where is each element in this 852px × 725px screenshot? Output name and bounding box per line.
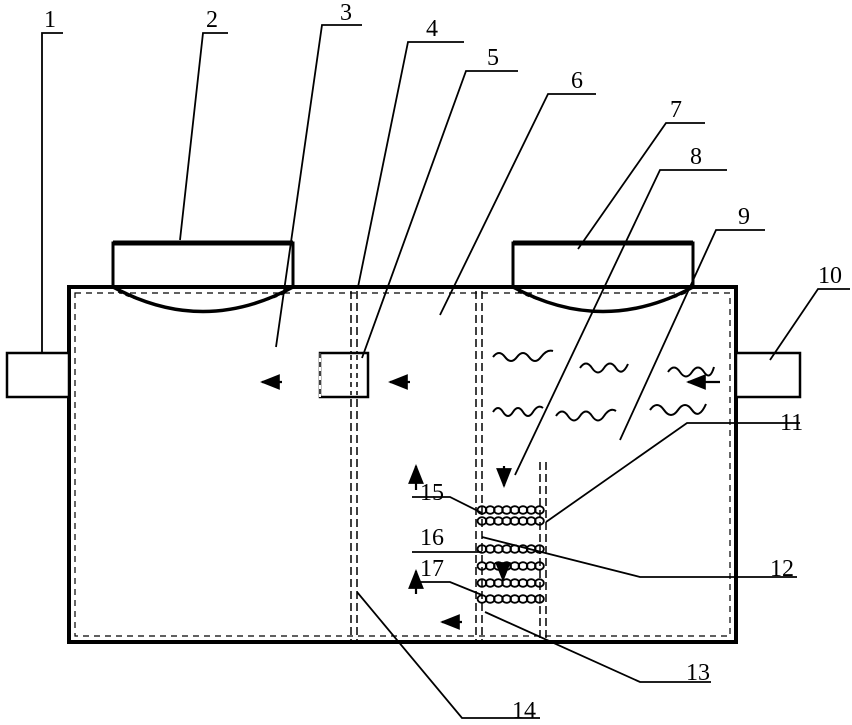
filter-bead	[534, 594, 545, 604]
partition-wall-13	[475, 291, 483, 640]
manhole-cover-right	[511, 240, 695, 314]
label-7: 7	[670, 97, 682, 123]
filter-bead	[534, 578, 545, 588]
filter-media	[476, 505, 545, 604]
filter-bead	[534, 505, 545, 515]
label-8: 8	[690, 144, 702, 170]
partition-wall-14	[350, 291, 358, 640]
part-labels: 1 2 3 4 5 6 7 8 9 10 11 12 13 14 15 16 1…	[44, 0, 842, 724]
tank-body	[67, 285, 738, 644]
manhole-cover-left	[111, 240, 295, 314]
label-13: 13	[686, 660, 710, 686]
label-1: 1	[44, 7, 56, 33]
flow-arrows	[260, 374, 720, 630]
label-9: 9	[738, 204, 750, 230]
transfer-hole	[318, 351, 370, 399]
label-4: 4	[426, 16, 438, 42]
label-10: 10	[818, 263, 842, 289]
label-15: 15	[420, 480, 444, 506]
label-11: 11	[780, 410, 803, 436]
outlet-pipe	[5, 351, 71, 399]
filter-bead	[534, 516, 545, 526]
leader-lines	[41, 24, 850, 719]
label-14: 14	[512, 698, 536, 724]
label-2: 2	[206, 7, 218, 33]
inlet-pipe	[734, 351, 802, 399]
filter-bead	[534, 544, 545, 554]
label-3: 3	[340, 0, 352, 26]
tank-inner-dashed	[74, 292, 731, 637]
label-17: 17	[420, 556, 444, 582]
filter-bead	[534, 561, 545, 571]
label-16: 16	[420, 525, 444, 551]
scum-waves	[492, 349, 715, 422]
label-12: 12	[770, 556, 794, 582]
label-6: 6	[571, 68, 583, 94]
label-5: 5	[487, 45, 499, 71]
